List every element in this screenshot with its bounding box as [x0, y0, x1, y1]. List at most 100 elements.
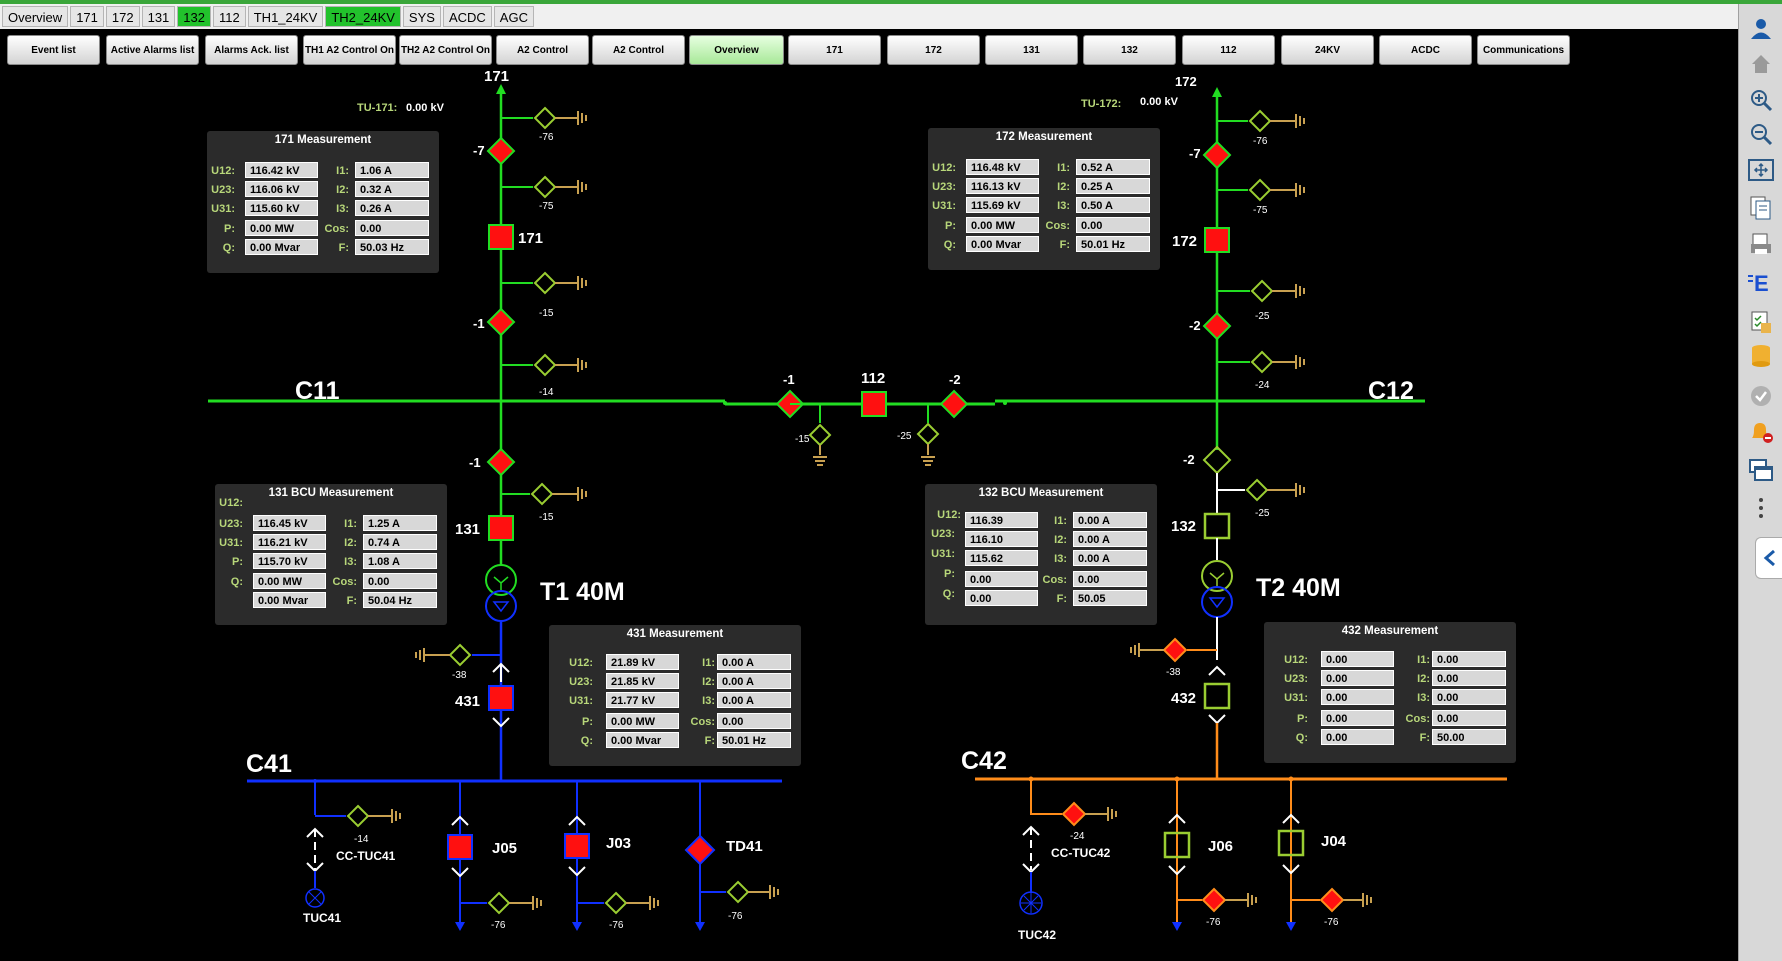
disconnector-112-2[interactable]	[939, 389, 969, 419]
disconnector-171-1-label: -1	[473, 316, 485, 331]
breaker-td41[interactable]	[684, 834, 716, 866]
breaker-172[interactable]	[1204, 227, 1230, 253]
earth-switch-172-75[interactable]	[1249, 179, 1271, 201]
value-q: 0.00	[1321, 729, 1394, 745]
alarms-ack-button[interactable]: Alarms Ack. list	[205, 35, 298, 65]
label-i2: I2:	[1417, 673, 1430, 685]
earth-switch-171-15[interactable]	[534, 272, 556, 294]
nav-131-button[interactable]: 131	[985, 35, 1078, 65]
th1-a2-control-button[interactable]: TH1 A2 Control On	[303, 35, 396, 65]
tab-sys[interactable]: SYS	[402, 6, 441, 27]
zoom-out-icon[interactable]	[1747, 120, 1775, 148]
breaker-171[interactable]	[488, 224, 514, 250]
breaker-j03[interactable]	[564, 833, 590, 859]
th2-a2-control-button[interactable]: TH2 A2 Control On	[399, 35, 492, 65]
value-u23: 116.10	[965, 531, 1038, 547]
collapse-chevron-icon[interactable]	[1755, 537, 1782, 579]
label-q: Q:	[230, 576, 243, 588]
tab-131[interactable]: 131	[141, 6, 176, 27]
earth-switch-131-15[interactable]	[531, 483, 553, 505]
breaker-j04[interactable]	[1277, 829, 1305, 857]
earth-switch-172-25[interactable]	[1251, 280, 1273, 302]
label-f: F:	[1419, 732, 1430, 744]
breaker-132[interactable]	[1203, 512, 1231, 540]
earth-switch-431-38[interactable]	[449, 644, 471, 666]
print-icon[interactable]	[1747, 230, 1775, 258]
acdc-button[interactable]: ACDC	[1379, 35, 1472, 65]
alarm-bell-icon[interactable]	[1747, 418, 1775, 446]
a2-control-button-1[interactable]: A2 Control	[496, 35, 589, 65]
earth-switch-172-76[interactable]	[1249, 110, 1271, 132]
earth-switch-c42-24[interactable]	[1061, 801, 1087, 827]
tab-132[interactable]: 132	[177, 6, 211, 27]
earth-switch-172-24[interactable]	[1251, 351, 1273, 373]
export-e-icon[interactable]: E	[1747, 268, 1775, 296]
event-list-button[interactable]: Event list	[7, 35, 100, 65]
label-i2: I2:	[702, 676, 715, 688]
earth-switch-432-38[interactable]	[1162, 637, 1188, 663]
tab-agc[interactable]: AGC	[493, 6, 534, 27]
earth-switch-j04-76[interactable]	[1319, 887, 1345, 913]
tab-171[interactable]: 171	[70, 6, 104, 27]
earth-switch-132-25[interactable]	[1246, 479, 1268, 501]
value-u31: 115.62	[965, 550, 1038, 566]
report-icon[interactable]	[1747, 194, 1775, 222]
active-alarms-button[interactable]: Active Alarms list	[106, 35, 199, 65]
communications-button[interactable]: Communications	[1477, 35, 1570, 65]
disconnector-112-2-label: -2	[949, 372, 961, 387]
earth-switch-j06-76[interactable]	[1201, 887, 1227, 913]
label-q: Q:	[942, 588, 955, 600]
earth-switch-112-25[interactable]	[917, 423, 939, 445]
tab-172[interactable]: 172	[105, 6, 140, 27]
home-icon[interactable]	[1747, 50, 1775, 78]
nav-112-button[interactable]: 112	[1182, 35, 1275, 65]
transformer-t2[interactable]	[1201, 560, 1233, 618]
value-i3: 0.26 A	[355, 200, 429, 216]
fit-screen-icon[interactable]	[1747, 156, 1775, 184]
check-icon[interactable]	[1747, 382, 1775, 410]
disconnector-171-1[interactable]	[486, 307, 516, 337]
tab-th1-24kv[interactable]: TH1_24KV	[247, 6, 324, 27]
more-icon[interactable]	[1747, 494, 1775, 522]
disconnector-171-7[interactable]	[486, 136, 516, 166]
earth-switch-j03-76[interactable]	[605, 892, 627, 914]
tab-th2-24kv[interactable]: TH2_24KV	[325, 6, 401, 27]
overview-button[interactable]: Overview	[689, 35, 784, 65]
tuc41-grounding-transformer[interactable]	[305, 888, 325, 908]
a2-control-button-2[interactable]: A2 Control	[592, 35, 685, 65]
earth-switch-c41-14[interactable]	[347, 805, 369, 827]
label-u23: U23:	[569, 676, 593, 688]
user-icon[interactable]	[1747, 14, 1775, 42]
earth-switch-j05-76[interactable]	[488, 892, 510, 914]
disconnector-132-2[interactable]	[1202, 445, 1232, 475]
nav-171-button[interactable]: 171	[788, 35, 881, 65]
disconnector-131-1[interactable]	[486, 447, 516, 477]
label-q: Q:	[943, 239, 956, 251]
value-p: 0.00 MW	[253, 573, 326, 589]
breaker-j06[interactable]	[1163, 831, 1191, 859]
breaker-j05[interactable]	[447, 834, 473, 860]
checklist-icon[interactable]	[1747, 308, 1775, 336]
windows-icon[interactable]	[1747, 456, 1775, 484]
disconnector-172-2[interactable]	[1202, 311, 1232, 341]
earth-switch-171-75[interactable]	[534, 176, 556, 198]
breaker-432[interactable]	[1203, 682, 1231, 710]
tuc42-grounding-transformer[interactable]	[1019, 891, 1043, 915]
earth-switch-171-14[interactable]	[534, 354, 556, 376]
tab-acdc[interactable]: ACDC	[442, 6, 492, 27]
tab-overview[interactable]: Overview	[2, 6, 69, 27]
breaker-112[interactable]	[861, 391, 887, 417]
transformer-t1[interactable]	[485, 564, 517, 622]
zoom-in-icon[interactable]	[1747, 86, 1775, 114]
disconnector-172-7[interactable]	[1202, 140, 1232, 170]
database-icon[interactable]	[1747, 342, 1775, 370]
nav-132-button[interactable]: 132	[1083, 35, 1176, 65]
earth-switch-171-76[interactable]	[534, 107, 556, 129]
nav-172-button[interactable]: 172	[887, 35, 980, 65]
tab-112[interactable]: 112	[213, 6, 246, 27]
breaker-431[interactable]	[488, 685, 514, 711]
nav-24kv-button[interactable]: 24KV	[1281, 35, 1374, 65]
earth-switch-td41-76[interactable]	[727, 881, 749, 903]
breaker-131[interactable]	[488, 515, 514, 541]
earth-switch-112-15[interactable]	[809, 424, 831, 446]
